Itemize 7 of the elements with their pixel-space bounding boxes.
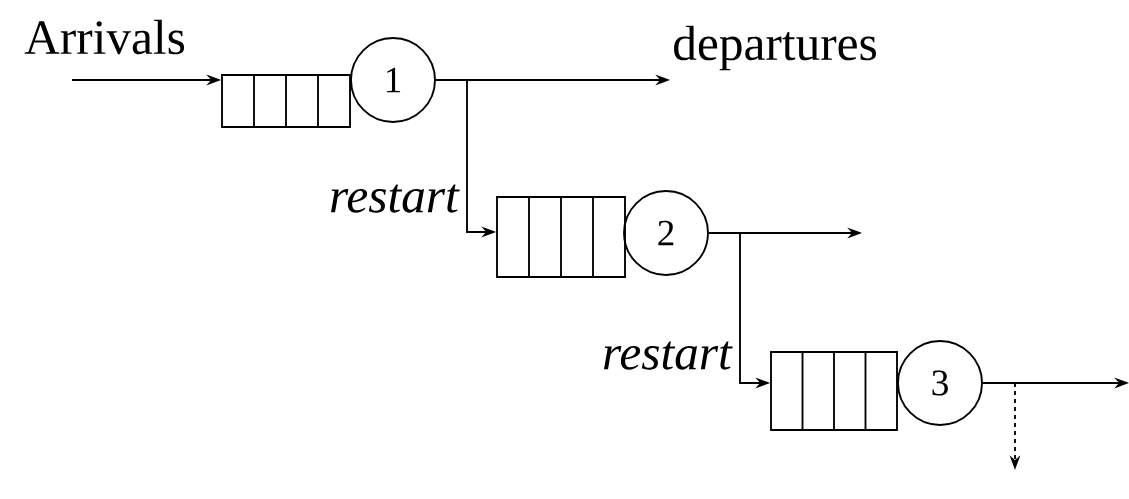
queue-buffer (221, 74, 351, 128)
queue-buffer (496, 196, 626, 278)
edge-label: restart (600, 340, 735, 372)
edge-label: restart (327, 183, 462, 215)
arrivals-label: Arrivals (24, 19, 185, 55)
output-label: departures (674, 25, 876, 71)
queue-buffer (770, 351, 898, 431)
